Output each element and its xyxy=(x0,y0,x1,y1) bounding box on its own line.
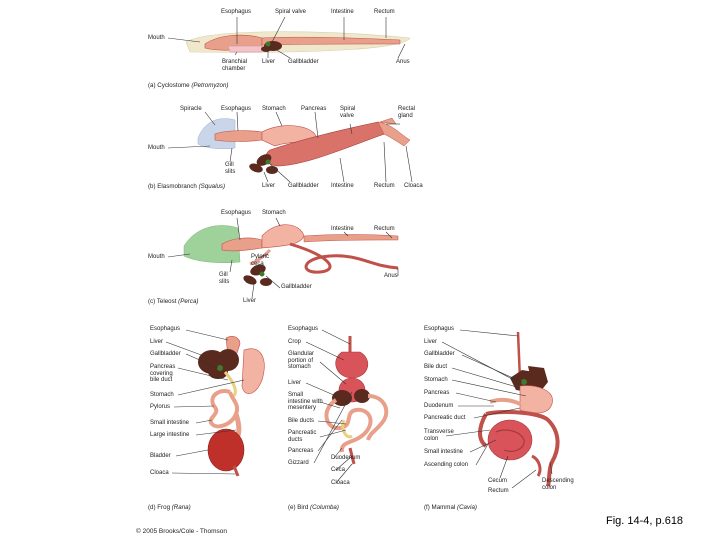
label-c-rectum: Rectum xyxy=(374,226,395,232)
label-e-ceca: Ceca xyxy=(331,467,346,473)
label-b-stomach: Stomach xyxy=(262,106,286,112)
label-b-rectum: Rectum xyxy=(374,183,395,189)
label-b-intestine: Intestine xyxy=(331,183,354,189)
label-e-cloaca: Cloaca xyxy=(331,480,350,486)
label-c-anus: Anus xyxy=(384,273,398,279)
caption-b: (b) Elasmobranch (Squalus) xyxy=(148,183,226,190)
label-b-mouth: Mouth xyxy=(148,145,165,151)
label-b-gallbladder: Gallbladder xyxy=(288,183,319,189)
copyright-notice: © 2005 Brooks/Cole - Thomson xyxy=(136,528,228,535)
label-c-liver: Liver xyxy=(243,298,257,304)
label-a-intestine: Intestine xyxy=(331,9,354,15)
label-b-liver: Liver xyxy=(262,183,276,189)
label-d-stomach: Stomach xyxy=(150,392,174,398)
label-a-liver: Liver xyxy=(262,59,276,65)
cyclostome-drawing xyxy=(185,31,411,53)
label-e-liver: Liver xyxy=(288,380,302,386)
label-f-stomach: Stomach xyxy=(424,377,448,383)
label-f-pancreas: Pancreas xyxy=(424,390,450,396)
label-f-small-intestine: Small intestine xyxy=(424,449,464,455)
label-b-rectal-gland: Rectal gland xyxy=(398,106,416,119)
label-d-pylorus: Pylorus xyxy=(150,404,171,410)
label-b-cloaca: Cloaca xyxy=(404,183,423,189)
label-d-bladder: Bladder xyxy=(150,453,171,459)
label-e-pancreatic-ducts: Pancreatic ducts xyxy=(288,430,317,443)
caption-c: (c) Teleost (Perca) xyxy=(148,298,199,305)
label-e-esophagus: Esophagus xyxy=(288,326,319,332)
leader-lines xyxy=(165,16,553,489)
bird-drawing xyxy=(324,336,389,465)
frog-drawing xyxy=(198,336,265,477)
label-f-transverse-colon: Transverse colon xyxy=(424,429,454,442)
label-a-spiral-valve: Spiral valve xyxy=(275,9,307,15)
label-c-gill-slits: Gill slits xyxy=(219,272,230,285)
label-c-intestine: Intestine xyxy=(331,226,354,232)
label-a-esophagus: Esophagus xyxy=(221,9,252,15)
label-e-gizzard: Gizzard xyxy=(288,460,309,466)
label-e-bile-ducts: Bile ducts xyxy=(288,418,315,424)
label-f-rectum: Rectum xyxy=(488,488,509,494)
label-e-crop: Crop xyxy=(288,339,302,345)
label-f-bile-duct: Bile duct xyxy=(424,364,448,370)
label-c-esophagus: Esophagus xyxy=(221,210,252,216)
label-b-spiracle: Spiracle xyxy=(180,106,202,112)
label-d-pancreas: Pancreas covering bile duct xyxy=(150,364,176,384)
caption-a: (a) Cyclostome (Petromyzon) xyxy=(148,82,229,89)
label-d-liver: Liver xyxy=(150,339,164,345)
label-c-pyloric-ceca: Pyloric ceca xyxy=(251,254,270,267)
label-c-gallbladder: Gallbladder xyxy=(281,284,312,290)
label-d-gallbladder: Gallbladder xyxy=(150,351,181,357)
label-d-large-intestine: Large intestine xyxy=(150,432,190,438)
label-f-esophagus: Esophagus xyxy=(424,326,455,332)
label-f-cecum: Cecum xyxy=(488,478,508,484)
label-c-stomach: Stomach xyxy=(262,210,286,216)
label-a-gallbladder: Gallbladder xyxy=(288,59,319,65)
label-a-mouth: Mouth xyxy=(148,35,165,41)
label-f-duodenum: Duodenum xyxy=(424,403,454,409)
label-b-esophagus: Esophagus xyxy=(221,106,252,112)
label-b-gill-slits: Gill slits xyxy=(225,162,236,175)
label-b-pancreas: Pancreas xyxy=(301,106,327,112)
caption-d: (d) Frog (Rana) xyxy=(148,504,191,511)
label-f-pancreatic-duct: Pancreatic duct xyxy=(424,415,466,421)
caption-e: (e) Bird (Columba) xyxy=(288,504,339,511)
mammal-drawing xyxy=(478,331,560,487)
label-f-gallbladder: Gallbladder xyxy=(424,351,455,357)
label-d-cloaca: Cloaca xyxy=(150,470,169,476)
elasmobranch-drawing xyxy=(197,117,411,174)
label-c-mouth: Mouth xyxy=(148,254,165,260)
label-d-small-intestine: Small intestine xyxy=(150,420,190,426)
label-a-branchial-chamber: Branchial chamber xyxy=(222,59,248,72)
label-a-rectum: Rectum xyxy=(374,9,395,15)
figure-reference: Fig. 14-4, p.618 xyxy=(606,515,684,527)
label-e-pancreas: Pancreas xyxy=(288,448,314,454)
teleost-drawing xyxy=(183,224,399,286)
label-f-ascending-colon: Ascending colon xyxy=(424,462,469,468)
label-e-duodenum: Duodenum xyxy=(331,455,361,461)
label-a-anus: Anus xyxy=(396,59,410,65)
label-b-spiral-valve: Spiral valve xyxy=(340,106,356,119)
caption-f: (f) Mammal (Cavia) xyxy=(424,504,477,511)
label-e-glandular-stomach: Glandular portion of stomach xyxy=(288,351,315,371)
label-f-descending-colon: Descending colon xyxy=(542,478,574,491)
label-f-liver: Liver xyxy=(424,339,438,345)
label-e-small-intestine: Small intestine with mesentery xyxy=(288,392,323,412)
label-d-esophagus: Esophagus xyxy=(150,326,181,332)
